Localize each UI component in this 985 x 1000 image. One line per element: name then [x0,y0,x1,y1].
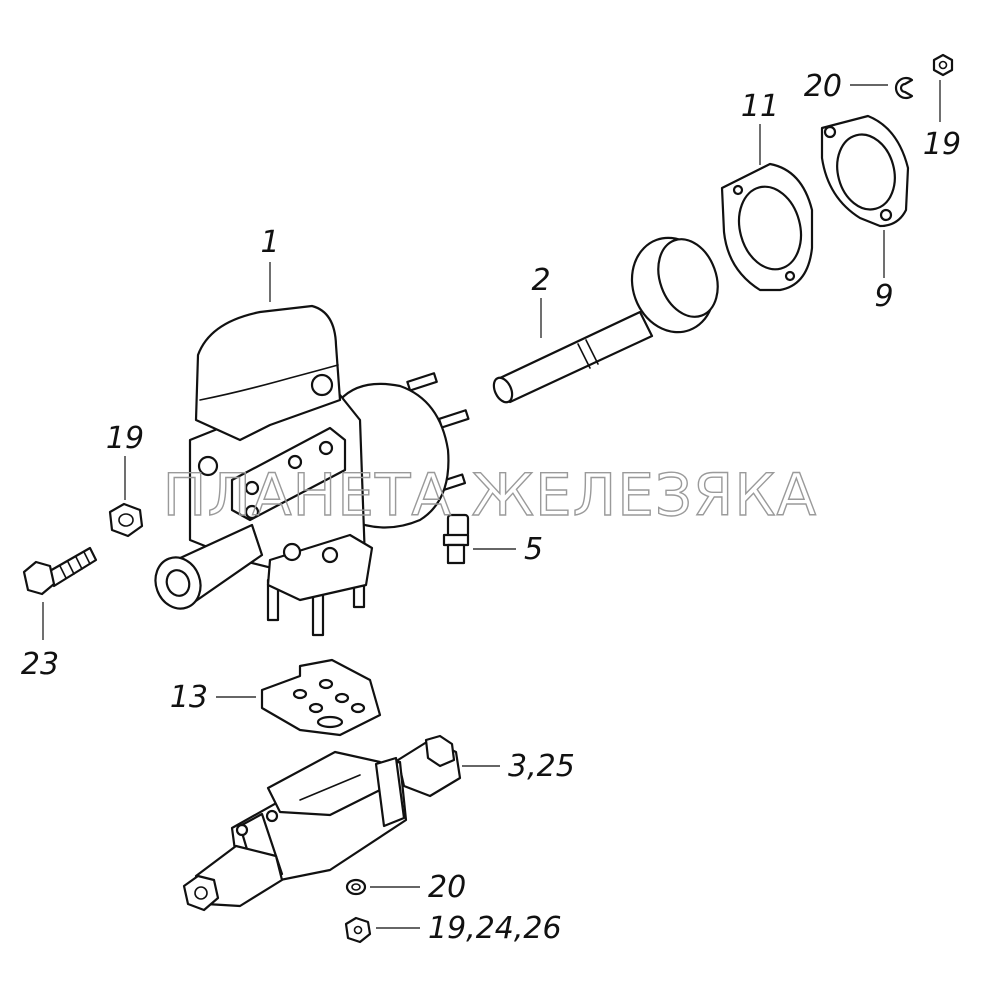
bolt-thread [59,551,91,579]
hex-nut [932,53,954,77]
cover-flange-hole [823,125,837,139]
side-cover-plate [230,426,347,522]
gasket-plate-hole [318,678,334,690]
valve-flange-rib [374,756,406,828]
gasket-opening [737,185,803,271]
flat-washer [345,878,367,896]
shaft-rod [498,310,654,404]
gasket-hole [784,270,796,282]
gasket-plate-hole [292,688,308,700]
gasket-hole [732,184,744,196]
fitting-thread [446,543,466,565]
part-2-shaft [492,236,719,404]
housing-top-cap [194,304,342,442]
valve-left-hex [182,874,220,912]
part-20-washer-top [894,76,914,100]
shaft-groove [585,339,599,365]
gasket-plate-outline [260,658,382,737]
housing-base [266,533,374,602]
flange-stud [406,372,438,392]
callout-11: 11 [741,89,779,124]
callout-2: 2 [531,263,550,298]
base-hole [321,546,339,564]
shaft-tip [492,376,514,404]
gasket-plate-slot [316,715,344,729]
callout-19-left: 19 [106,421,144,456]
gasket-plate-hole [350,702,366,714]
part-3-25-valve-assembly [182,734,462,912]
bolt-head [22,560,56,596]
hex-nut-bore [118,513,134,527]
watermark-text: ПЛАНЕТА ЖЕЛЕЗЯКА [163,461,817,529]
callout-13: 13 [170,680,208,715]
cap-bolt-hole [310,373,334,397]
base-hole [282,542,302,562]
cover-flange-hole [879,208,893,222]
callout-23: 23 [21,647,59,682]
cover-bolt [287,454,303,470]
cover-bolt [318,440,334,456]
part-9-cover-flange [820,114,910,228]
hex-nut-bore [938,60,948,70]
valve-right-hex [424,734,456,768]
part-23-bolt [22,546,98,596]
part-5-fitting [442,513,470,565]
leader-lines [42,80,941,929]
part-19-24-26-nut [344,916,372,944]
valve-bolt [235,823,249,837]
callout-20-bottom: 20 [428,870,466,905]
part-13-gasket-plate [260,658,382,737]
fitting-hex [442,533,470,547]
part-20-washer-bottom [345,878,367,896]
cap-seam [199,364,339,401]
valve-left-bore [194,886,208,900]
cover-flange-opening [836,133,896,211]
bolt-shank [46,546,98,588]
callout-9: 9 [874,279,893,314]
callout-19-24-26: 19,24,26 [428,911,562,946]
housing-flange [338,382,450,529]
part-11-gasket [720,162,814,292]
callout-20-top: 20 [804,69,842,104]
part-19-nut-top [932,53,954,77]
hex-nut [344,916,372,944]
cover-bolt [244,504,260,520]
housing-side-port [197,455,219,477]
nozzle-bore [165,569,191,597]
piston-seal [657,238,719,318]
callout-labels: 1 2 3,25 5 9 11 13 19 19 19,24,26 20 20 … [21,69,961,946]
gasket-plate-hole [308,702,324,714]
hex-nut-bore [353,925,363,935]
callout-5: 5 [524,532,543,567]
callout-19-top: 19 [923,127,961,162]
part-1-valve-housing [154,304,470,637]
flat-washer-bore [351,883,361,891]
gasket-plate-hole [334,692,350,704]
callout-1: 1 [260,225,279,260]
cover-bolt [244,480,260,496]
callout-3-25: 3,25 [508,749,575,784]
valve-top-edge [299,774,361,801]
flange-stud [437,409,470,429]
valve-bolt [265,809,279,823]
split-washer [894,76,914,100]
shaft-groove [577,343,591,369]
hex-nut [108,502,144,538]
part-19-nut-left [108,502,144,538]
